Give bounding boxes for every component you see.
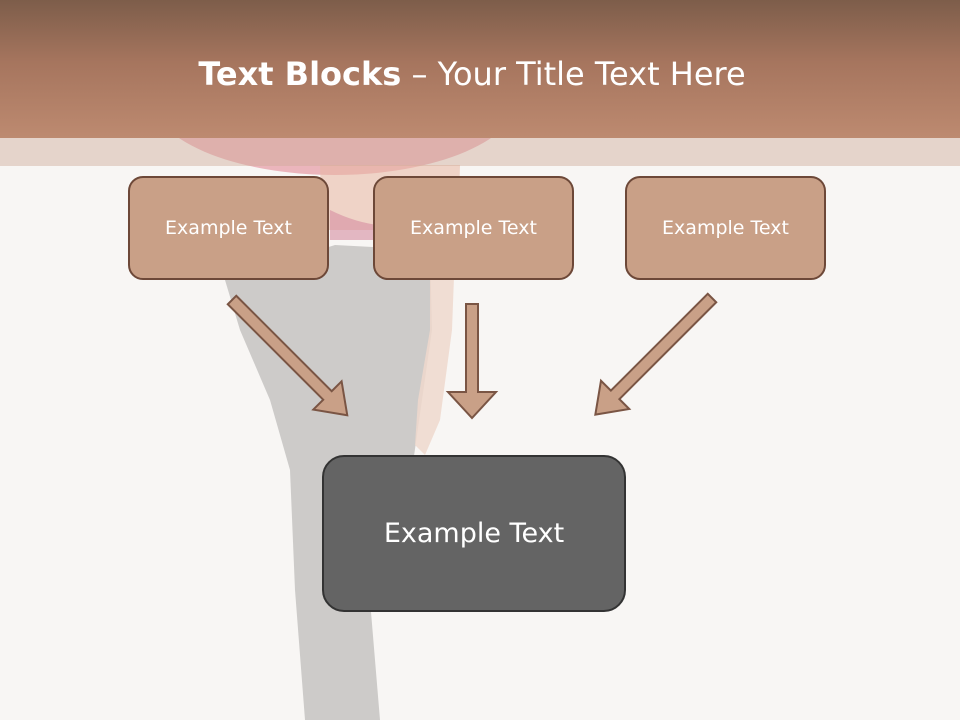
arrow-left-diagonal	[226, 294, 349, 417]
text-block-3-label: Example Text	[662, 217, 789, 239]
slide-title-dash: –	[401, 55, 438, 93]
text-block-1-label: Example Text	[165, 217, 292, 239]
arrow-center-down	[445, 303, 499, 420]
text-block-2[interactable]: Example Text	[373, 176, 574, 280]
target-text-block[interactable]: Example Text	[322, 455, 626, 612]
slide-title-bold: Text Blocks	[198, 55, 402, 93]
target-text-block-label: Example Text	[383, 518, 565, 549]
title-banner	[0, 0, 960, 138]
title-banner-strip	[0, 138, 960, 166]
text-block-1[interactable]: Example Text	[128, 176, 329, 280]
slide-title: Text Blocks – Your Title Text Here	[0, 52, 944, 96]
text-block-2-label: Example Text	[410, 217, 537, 239]
text-block-3[interactable]: Example Text	[625, 176, 826, 280]
slide-title-rest: Your Title Text Here	[437, 55, 746, 93]
arrow-right-diagonal	[594, 292, 718, 416]
